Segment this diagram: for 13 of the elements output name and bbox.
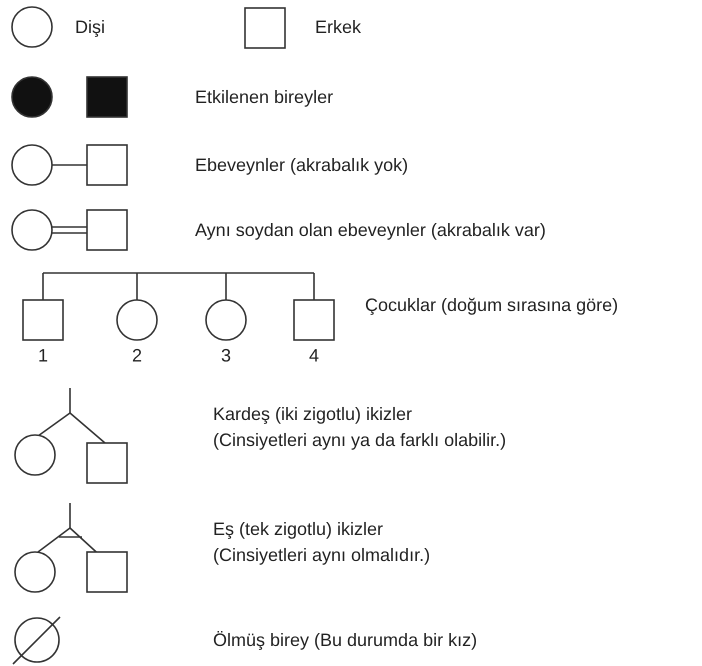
birth-order-number: 2 [132, 346, 142, 366]
legend-text: Erkek [315, 16, 362, 39]
legend-text: Etkilenen bireyler [195, 86, 334, 109]
legend-text: Kardeş (iki zigotlu) ikizler (Cinsiyetleri aynı ya da farklı olabilir.) [213, 402, 506, 452]
legend-text: Aynı soydan olan ebeveynler (akrabalık var) [195, 218, 546, 242]
legend-text: Ölmüş birey (Bu durumda bir kız) [213, 628, 478, 652]
birth-order-number: 4 [309, 346, 319, 366]
legend-text: Eş (tek zigotlu) ikizler (Cinsiyetleri aynı olmalıdır.) [213, 518, 430, 567]
legend-text: Ebeveynler (akrabalık yok) [195, 154, 408, 177]
birth-order-number: 1 [38, 346, 48, 366]
legend-text: Çocuklar (doğum sırasına göre) [365, 294, 618, 317]
legend-text: Dişi [75, 16, 105, 39]
birth-order-number: 3 [221, 346, 231, 366]
